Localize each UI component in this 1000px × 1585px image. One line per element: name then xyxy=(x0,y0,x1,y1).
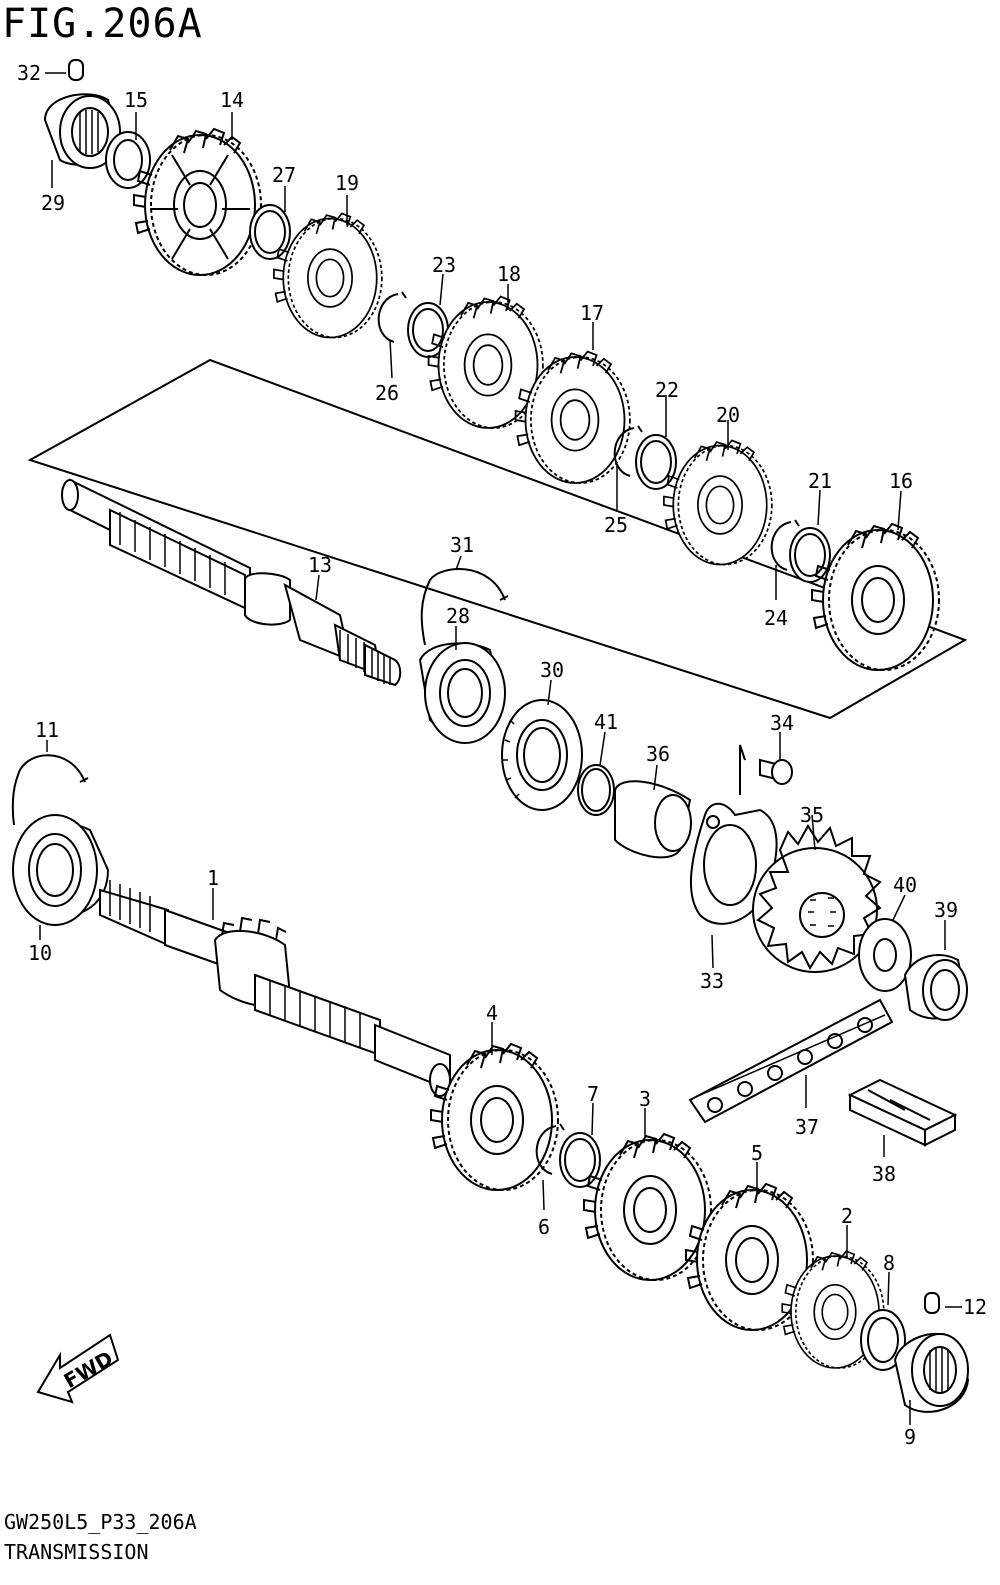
washer-21 xyxy=(789,527,831,583)
leader-lines xyxy=(39,72,962,1425)
callout-26: 26 xyxy=(375,381,399,405)
section-name: TRANSMISSION xyxy=(4,1540,149,1564)
callout-8: 8 xyxy=(883,1251,895,1275)
callout-39: 39 xyxy=(934,898,958,922)
callout-labels: 32 29 15 14 27 19 26 23 18 17 25 22 20 2… xyxy=(17,61,987,1449)
pin-32 xyxy=(68,59,84,81)
callout-21: 21 xyxy=(808,469,832,493)
callout-10: 10 xyxy=(28,941,52,965)
callout-23: 23 xyxy=(432,253,456,277)
callout-16: 16 xyxy=(889,469,913,493)
callout-1: 1 xyxy=(207,866,219,890)
gear-20 xyxy=(663,439,773,566)
callout-11: 11 xyxy=(35,718,59,742)
callout-29: 29 xyxy=(41,191,65,215)
needle-bearing-29 xyxy=(43,93,122,169)
callout-33: 33 xyxy=(700,969,724,993)
callout-17: 17 xyxy=(580,301,604,325)
spacer-36 xyxy=(614,780,692,859)
callout-36: 36 xyxy=(646,742,670,766)
washer-15 xyxy=(105,131,151,189)
gear-3 xyxy=(583,1133,712,1281)
model-code: GW250L5_P33_206A xyxy=(4,1510,197,1534)
gear-16 xyxy=(811,523,940,671)
nut-39 xyxy=(903,954,968,1021)
callout-27: 27 xyxy=(272,163,296,187)
callout-31: 31 xyxy=(450,533,474,557)
driveshaft-assembly-box xyxy=(27,358,968,720)
callout-18: 18 xyxy=(497,262,521,286)
callout-32: 32 xyxy=(17,61,41,85)
washer-22 xyxy=(635,434,677,490)
callout-35: 35 xyxy=(800,803,824,827)
chain-37 xyxy=(688,998,894,1124)
washer-40 xyxy=(858,918,912,992)
pin-12 xyxy=(924,1292,940,1314)
callout-20: 20 xyxy=(716,403,740,427)
callout-37: 37 xyxy=(795,1115,819,1139)
callout-22: 22 xyxy=(655,378,679,402)
needle-bearing-9 xyxy=(893,1332,970,1413)
bolt-34 xyxy=(739,744,793,795)
gear-14 xyxy=(133,128,262,276)
callout-19: 19 xyxy=(335,171,359,195)
callout-24: 24 xyxy=(764,606,788,630)
callout-13: 13 xyxy=(308,553,332,577)
callout-28: 28 xyxy=(446,604,470,628)
callout-4: 4 xyxy=(486,1001,498,1025)
callout-41: 41 xyxy=(594,710,618,734)
countershaft-1 xyxy=(99,880,451,1097)
callout-2: 2 xyxy=(841,1204,853,1228)
callout-30: 30 xyxy=(540,658,564,682)
o-ring-41 xyxy=(577,764,615,816)
callout-9: 9 xyxy=(904,1425,916,1449)
callout-5: 5 xyxy=(751,1141,763,1165)
callout-40: 40 xyxy=(893,873,917,897)
oil-seal-30 xyxy=(501,699,583,811)
callout-3: 3 xyxy=(639,1087,651,1111)
circlip-11 xyxy=(11,754,89,826)
washer-7 xyxy=(559,1132,601,1188)
washer-8 xyxy=(860,1309,906,1371)
figure-title: FIG.206A xyxy=(2,1,203,47)
callout-12: 12 xyxy=(963,1295,987,1319)
callout-38: 38 xyxy=(872,1162,896,1186)
driveshaft-13 xyxy=(61,478,402,687)
callout-6: 6 xyxy=(538,1215,550,1239)
circlip-31 xyxy=(420,568,509,646)
chain-joint-38 xyxy=(847,1078,958,1147)
callout-25: 25 xyxy=(604,513,628,537)
callout-34: 34 xyxy=(770,711,794,735)
callout-14: 14 xyxy=(220,88,244,112)
callout-15: 15 xyxy=(124,88,148,112)
bearing-10 xyxy=(12,814,110,926)
fwd-arrow-icon: FWD xyxy=(36,1333,120,1404)
circlip-26 xyxy=(377,291,407,343)
bearing-28 xyxy=(418,642,506,744)
callout-7: 7 xyxy=(587,1082,599,1106)
